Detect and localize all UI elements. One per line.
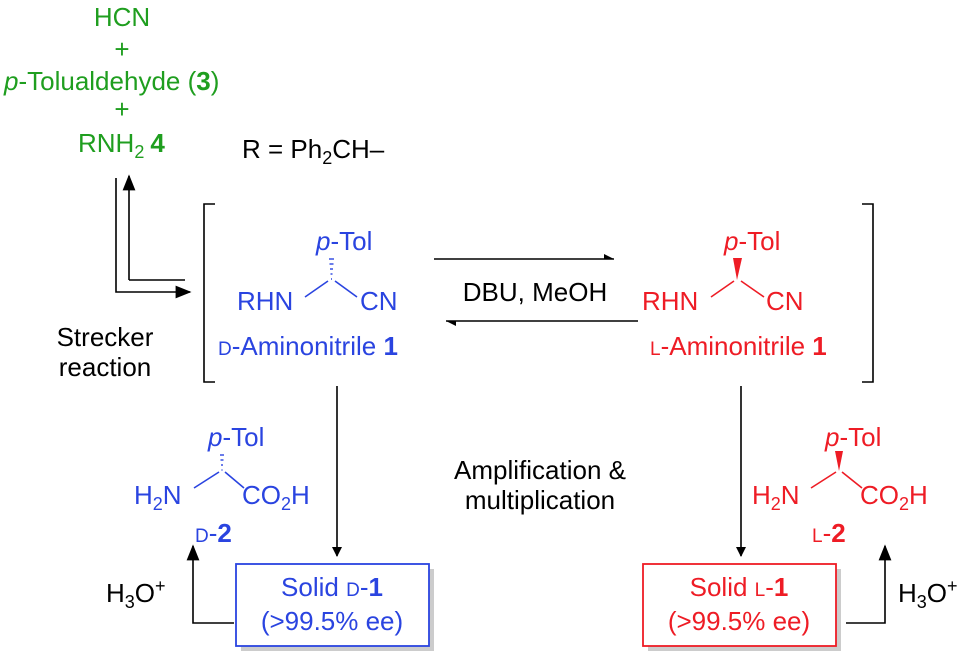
l-aminonitrile-cn: CN xyxy=(766,286,804,316)
solid-l-ee: (>99.5% ee) xyxy=(668,606,810,636)
d-acid-bond-right xyxy=(224,471,245,489)
h3o-right-label: H3O+ xyxy=(898,576,958,612)
h3o-left-label: H3O+ xyxy=(106,576,166,612)
l-acid-wedge-bond xyxy=(835,451,843,471)
l-acid-tol: p-Tol xyxy=(824,422,881,452)
d-aminonitrile-tol: p-Tol xyxy=(315,226,372,256)
d-acid-co2h: CO2H xyxy=(242,480,310,514)
plus-sign-1: + xyxy=(114,34,129,64)
d-acid-bond-left xyxy=(193,471,220,489)
solid-d-label: Solid D-1 xyxy=(281,572,383,602)
equilibrium-brackets xyxy=(203,203,874,383)
d-acid-h2n: H2N xyxy=(134,480,182,514)
d-amino-acid: p-Tol H2N CO2H D-2 xyxy=(134,422,310,548)
solid-l-label: Solid L-1 xyxy=(690,572,789,602)
tolualdehyde-label: p-Tolualdehyde (3) xyxy=(3,66,219,96)
solid-d-box-frame xyxy=(235,563,430,647)
l-aminonitrile-name: L-Aminonitrile 1 xyxy=(650,331,827,361)
plus-sign-2: + xyxy=(114,94,129,124)
strecker-label-line1: Strecker xyxy=(57,322,154,352)
l-aminonitrile-bond-left xyxy=(710,280,735,298)
d-aminonitrile-cn: CN xyxy=(360,286,398,316)
d-acid-hashed-bond xyxy=(220,454,224,471)
l-aminonitrile: p-Tol RHN CN L-Aminonitrile 1 xyxy=(642,226,827,361)
strecker-forward-arrow xyxy=(115,178,192,299)
amplification-label-line1: Amplification & xyxy=(454,455,626,485)
d-aminonitrile-name: D-Aminonitrile 1 xyxy=(218,331,398,361)
l-acid-label: L-2 xyxy=(812,518,846,548)
hcn-label: HCN xyxy=(94,2,150,32)
crystallization-arrows xyxy=(332,386,746,557)
right-bracket xyxy=(862,203,874,383)
r-definition: R = Ph2CH– xyxy=(242,134,385,168)
solid-d-box: Solid D-1 (>99.5% ee) xyxy=(235,563,434,651)
d-acid-tol: p-Tol xyxy=(207,422,264,452)
d-acid-label: D-2 xyxy=(195,518,232,548)
l-amino-acid: p-Tol H2N CO2H L-2 xyxy=(752,422,928,548)
l-acid-co2h: CO2H xyxy=(860,480,928,514)
l-aminonitrile-tol: p-Tol xyxy=(723,226,780,256)
l-acid-h2n: H2N xyxy=(752,480,800,514)
l-aminonitrile-rhn: RHN xyxy=(642,286,698,316)
l-acid-bond-right xyxy=(841,471,863,489)
strecker-arrows xyxy=(115,174,192,299)
d-aminonitrile-bond-left xyxy=(304,280,329,298)
d-aminonitrile-bond-right xyxy=(334,280,358,298)
strecker-label-line2: reaction xyxy=(59,352,152,382)
solid-l-box: Solid L-1 (>99.5% ee) xyxy=(642,563,841,651)
d-aminonitrile-rhn: RHN xyxy=(237,286,293,316)
hydrolysis-arrows xyxy=(186,544,892,624)
amplification-label-line2: multiplication xyxy=(465,485,615,515)
dbu-meoh-label: DBU, MeOH xyxy=(463,277,607,307)
l-aminonitrile-bond-right xyxy=(740,280,765,298)
d-hydrolysis-arrow xyxy=(186,544,234,624)
l-hydrolysis-arrow xyxy=(846,544,892,624)
d-aminonitrile: p-Tol RHN CN D-Aminonitrile 1 xyxy=(218,226,398,361)
left-bracket xyxy=(203,203,215,383)
d-aminonitrile-hashed-bond xyxy=(329,258,334,280)
equilibrium-arrows xyxy=(434,254,638,326)
solid-d-ee: (>99.5% ee) xyxy=(261,606,403,636)
solid-l-box-frame xyxy=(642,563,837,647)
l-aminonitrile-wedge-bond xyxy=(733,258,742,280)
l-acid-bond-left xyxy=(810,471,837,489)
